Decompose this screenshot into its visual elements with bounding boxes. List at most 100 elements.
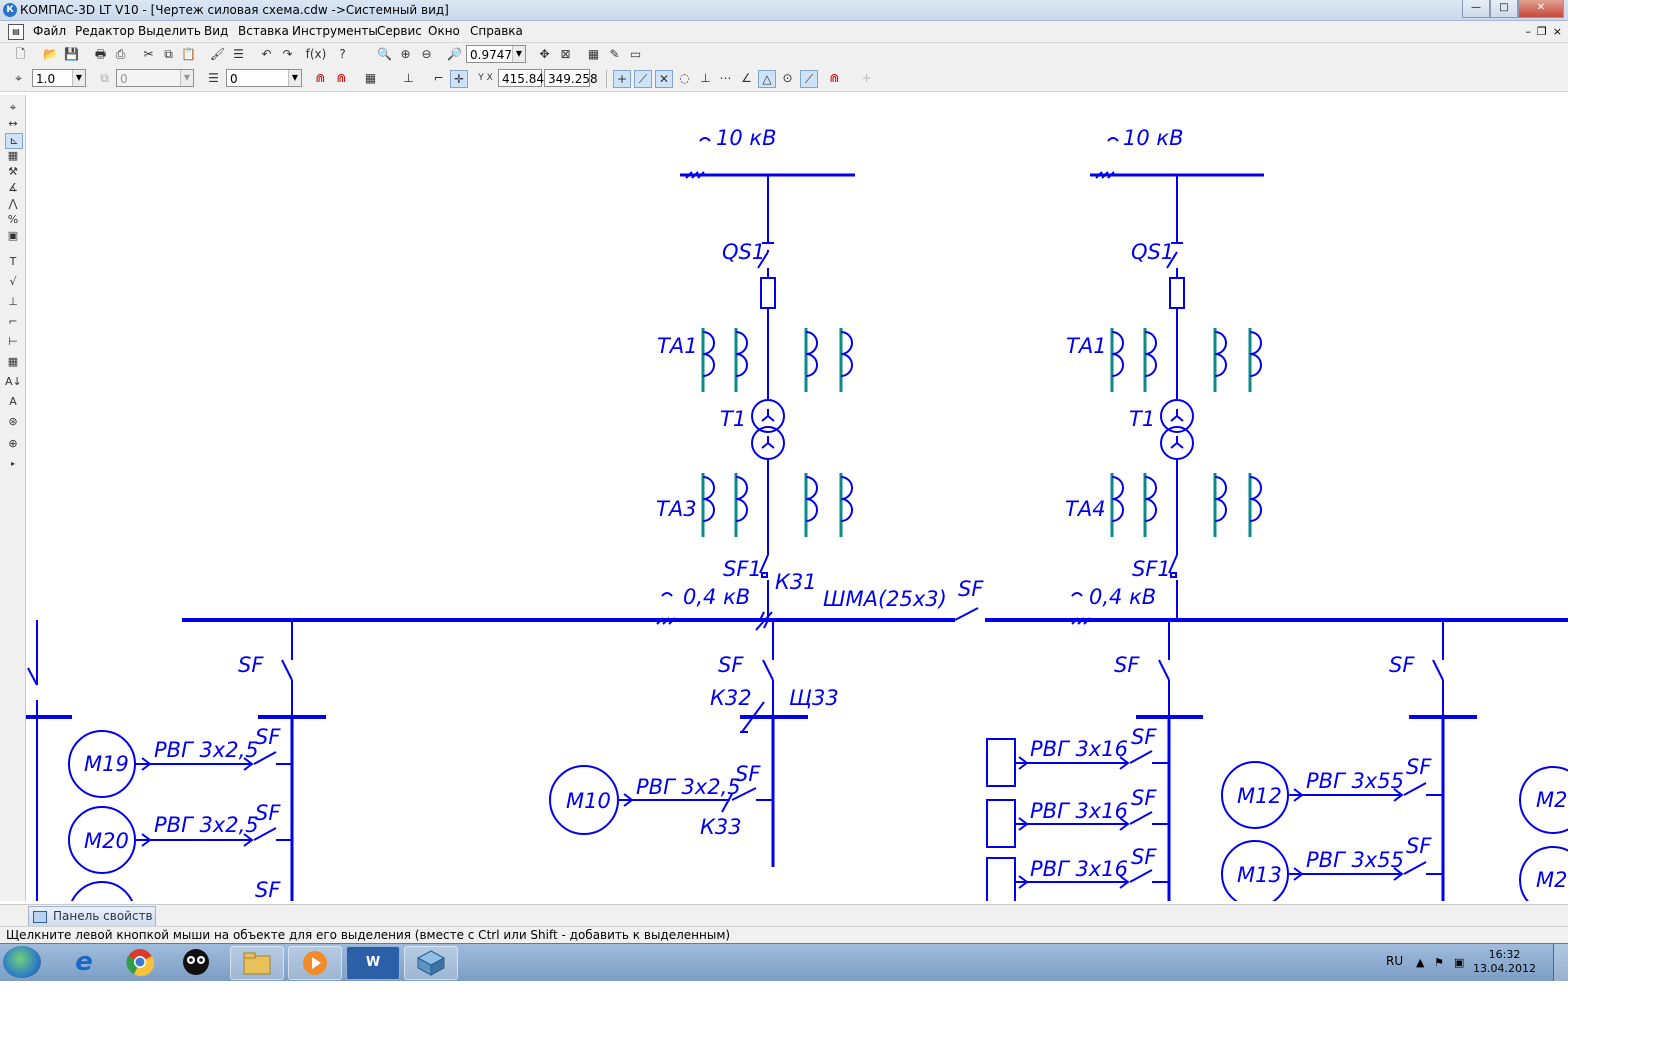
snap-midpoint-icon[interactable]: ⟋ (634, 70, 652, 88)
variables-icon[interactable]: f(x) (305, 47, 327, 61)
snap-settings-icon[interactable]: ⋒ (829, 71, 840, 85)
paste-icon[interactable]: 📋 (181, 47, 196, 61)
dimensions-icon[interactable]: ↔ (8, 117, 18, 130)
save-icon[interactable]: 💾 (64, 47, 79, 61)
table-icon[interactable]: ▦ (7, 355, 19, 368)
parametrization-icon[interactable]: ⚒ (8, 165, 18, 178)
word-icon[interactable]: W (346, 946, 400, 980)
menu-file[interactable]: Файл (33, 24, 67, 38)
panel-icon[interactable]: ▭ (629, 47, 642, 61)
explorer-icon[interactable] (230, 946, 284, 980)
properties-panel-tab[interactable]: Панель свойств (28, 906, 156, 927)
menu-help[interactable]: Справка (470, 24, 523, 38)
line-scale-combo[interactable]: 1.0▼ (32, 69, 86, 87)
doc-close-button[interactable]: × (1552, 25, 1562, 38)
redo-icon[interactable]: ↷ (282, 47, 293, 61)
ortho-icon[interactable]: ⌐ (433, 71, 444, 85)
center-mark-icon[interactable]: ⊕ (8, 437, 18, 450)
print-preview-icon[interactable]: 🖶 (94, 47, 107, 61)
kompas-app-icon[interactable]: К (3, 3, 17, 17)
show-all-icon[interactable]: ⊠ (560, 47, 571, 61)
library-icon[interactable]: ✎ (609, 47, 620, 61)
step-cursor-icon[interactable]: ⌖ (15, 71, 22, 85)
properties-icon[interactable]: ☰ (233, 47, 244, 61)
network-icon[interactable]: ▣ (1454, 956, 1465, 969)
menu-insert[interactable]: Вставка (238, 24, 289, 38)
menu-editor[interactable]: Редактор (75, 24, 135, 38)
zoom-scale-icon[interactable]: 🔎 (447, 47, 462, 61)
zoom-out-icon[interactable]: ⊖ (421, 47, 432, 61)
copy-icon[interactable]: ⧉ (164, 47, 173, 61)
pan-icon[interactable]: ✥ (539, 47, 550, 61)
designations-icon[interactable]: ⊾ (5, 133, 23, 149)
geometry-icon[interactable]: ⌖ (9, 101, 17, 114)
manager-icon[interactable]: ▦ (587, 47, 600, 61)
maximize-button[interactable]: □ (1490, 0, 1518, 18)
doc-minimize-button[interactable]: – (1525, 25, 1531, 38)
snap-grid-icon[interactable]: ⋯ (719, 71, 732, 85)
clock[interactable]: 16:32 13.04.2012 (1473, 948, 1536, 976)
editing-icon[interactable]: ▦ (7, 149, 19, 162)
snap-magnet-icon[interactable]: ⋒ (315, 71, 326, 85)
snap-tangent-icon[interactable]: ◌ (679, 71, 690, 85)
chevron-down-icon[interactable]: ▼ (288, 70, 301, 86)
local-cs-icon[interactable]: ⊥ (403, 71, 414, 85)
minimize-button[interactable]: — (1462, 0, 1490, 18)
zoom-window-icon[interactable]: 🔍 (377, 47, 392, 61)
messenger-icon[interactable] (170, 946, 222, 978)
base-icon[interactable]: ⊥ (8, 295, 18, 308)
snap-intersection-icon[interactable]: ✕ (655, 70, 673, 88)
snap-center-icon[interactable]: ⊙ (782, 71, 793, 85)
open-icon[interactable]: 📂 (43, 47, 58, 61)
position-leader-icon[interactable]: ⊢ (8, 335, 18, 348)
language-indicator[interactable]: RU (1386, 954, 1404, 968)
menu-view[interactable]: Вид (204, 24, 229, 38)
undo-icon[interactable]: ↶ (261, 47, 272, 61)
snap-point-on-curve-icon[interactable]: △ (758, 70, 776, 88)
roughness-icon[interactable]: √ (9, 275, 17, 288)
view-arrow-icon[interactable]: A↓ (5, 375, 22, 388)
kompas-icon[interactable] (404, 946, 458, 980)
menu-window[interactable]: Окно (428, 24, 460, 38)
media-player-icon[interactable] (288, 946, 342, 980)
selection-icon[interactable]: ⋀ (8, 197, 18, 210)
menu-select[interactable]: Выделить (138, 24, 201, 38)
layer-combo[interactable]: 0▼ (226, 69, 302, 87)
close-button[interactable]: ✕ (1518, 0, 1564, 18)
zoom-in-icon[interactable]: ⊕ (400, 47, 411, 61)
flag-icon[interactable]: ⚑ (1434, 956, 1444, 969)
layers-icon[interactable]: ☰ (208, 71, 219, 85)
cut-icon[interactable]: ✂ (143, 47, 154, 61)
zoom-combo[interactable]: 0.9747▼ (466, 45, 526, 63)
associative-views-icon[interactable]: % (7, 213, 19, 226)
snap-align-icon[interactable]: ⟋ (800, 70, 818, 88)
measurements-icon[interactable]: ∡ (8, 181, 18, 194)
new-document-icon[interactable]: 🗋 (15, 47, 26, 61)
remote-element-icon[interactable]: ⊛ (8, 415, 18, 428)
menu-service[interactable]: Сервис (377, 24, 422, 38)
panel-expand-icon[interactable]: ▸ (10, 459, 15, 468)
format-brush-icon[interactable]: 🖌 (209, 47, 226, 61)
help-pointer-icon[interactable]: ? (339, 47, 346, 61)
spec-icon[interactable]: ▣ (7, 229, 19, 242)
document-icon[interactable]: ▤ (8, 24, 24, 40)
chevron-down-icon[interactable]: ▼ (512, 46, 525, 62)
snap-nearest-point-icon[interactable]: + (613, 70, 631, 88)
local-snap-icon[interactable]: ⋒ (336, 71, 347, 85)
show-desktop-button[interactable] (1553, 944, 1568, 981)
text-icon[interactable]: T (9, 255, 17, 268)
snap-angle-icon[interactable]: ∠ (741, 71, 752, 85)
section-line-icon[interactable]: A (9, 395, 17, 408)
coord-x-field[interactable]: 415.849 (498, 69, 552, 87)
doc-restore-button[interactable]: ❐ (1536, 25, 1547, 38)
leader-icon[interactable]: ⌐ (8, 315, 18, 328)
drawing-canvas[interactable]: 10 кВ QS1 ТА1 Т1 ТА3 SF1 К31 0,4 кВ (26, 95, 1568, 901)
coord-y-field[interactable]: 349.258 (544, 69, 598, 87)
snap-normal-icon[interactable]: ⊥ (700, 71, 711, 85)
ie-icon[interactable]: e (75, 947, 93, 977)
chrome-icon[interactable] (114, 946, 166, 978)
start-button[interactable] (3, 946, 41, 978)
chevron-down-icon[interactable]: ▼ (72, 70, 85, 86)
menu-tools[interactable]: Инструменты (292, 24, 378, 38)
tray-arrow-icon[interactable]: ▲ (1416, 956, 1425, 969)
